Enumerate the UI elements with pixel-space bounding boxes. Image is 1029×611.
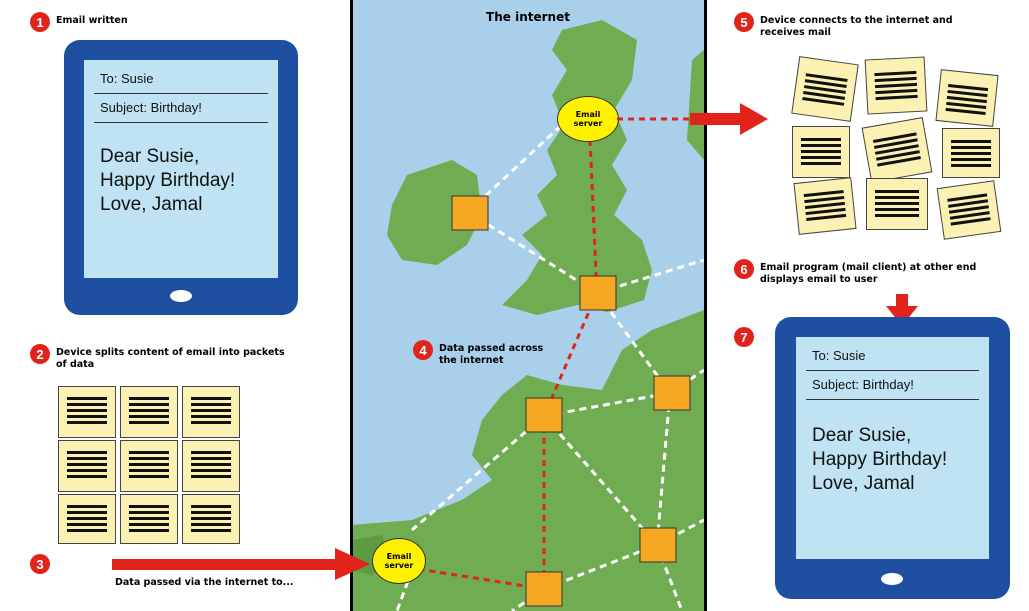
data-packet [120, 440, 178, 492]
email-server-top: Email server [557, 96, 619, 142]
arrow-to-server [112, 548, 370, 580]
data-packet [182, 494, 240, 544]
divider-line [806, 399, 979, 400]
step-5: 5 Device connects to the internet and re… [734, 12, 985, 39]
server-to-device-link [617, 117, 695, 121]
router-node [451, 195, 489, 231]
recipient-tablet: To: Susie Subject: Birthday! Dear Susie,… [775, 317, 1010, 599]
data-packet [58, 494, 116, 544]
step-label: Data passed across the internet [439, 343, 544, 366]
home-button-icon [170, 290, 192, 302]
data-packet [792, 126, 850, 178]
sender-screen: To: Susie Subject: Birthday! Dear Susie,… [84, 60, 278, 278]
email-signoff: Love, Jamal [100, 194, 203, 215]
data-packet [793, 177, 857, 235]
step-number: 2 [30, 344, 50, 364]
step-2: 2 Device splits content of email into pa… [30, 344, 310, 371]
email-greeting: Dear Susie, [100, 146, 200, 167]
step-label: Email program (mail client) at other end… [760, 262, 977, 285]
email-message: Happy Birthday! [100, 170, 236, 191]
step-number: 4 [413, 340, 433, 360]
arrow-to-packets [690, 103, 768, 135]
step-7: 7 [734, 327, 754, 347]
email-to: To: Susie [812, 348, 866, 363]
data-packet [182, 440, 240, 492]
divider-line [94, 122, 268, 123]
arrow-to-device [886, 294, 918, 326]
data-packet [791, 56, 859, 122]
data-packet [182, 386, 240, 438]
europe-land [352, 310, 704, 611]
home-button-icon [881, 573, 903, 585]
step-number: 3 [30, 554, 50, 574]
step-6: 6 Email program (mail client) at other e… [734, 259, 1020, 286]
data-packet [58, 440, 116, 492]
sender-tablet: To: Susie Subject: Birthday! Dear Susie,… [64, 40, 298, 315]
data-packet [861, 117, 933, 183]
data-packet [942, 128, 1000, 178]
data-packet [935, 69, 999, 127]
left-divider [350, 0, 353, 611]
step-number: 5 [734, 12, 754, 32]
data-packet [936, 180, 1002, 240]
data-packet [58, 386, 116, 438]
email-greeting: Dear Susie, [812, 425, 912, 446]
data-packet [120, 386, 178, 438]
router-node [653, 375, 691, 411]
data-packet [864, 56, 928, 115]
email-subject: Subject: Birthday! [100, 100, 202, 115]
email-message: Happy Birthday! [812, 449, 948, 470]
step-1: 1 Email written [30, 12, 128, 32]
email-to: To: Susie [100, 71, 154, 86]
step-4: 4 Data passed across the internet [413, 340, 559, 367]
map-title: The internet [486, 10, 570, 24]
email-signoff: Love, Jamal [812, 473, 915, 494]
step-label: Device splits content of email into pack… [56, 347, 285, 370]
divider-line [94, 93, 268, 94]
data-packet [120, 494, 178, 544]
internet-map [352, 0, 704, 611]
step-label: Device connects to the internet and rece… [760, 15, 953, 38]
britain-land [502, 20, 652, 315]
email-server-bottom: Email server [372, 538, 426, 584]
email-subject: Subject: Birthday! [812, 377, 914, 392]
step-3-label: Data passed via the internet to... [115, 577, 294, 588]
step-number: 7 [734, 327, 754, 347]
router-node [639, 527, 677, 563]
right-divider [704, 0, 707, 611]
step-3: 3 [30, 554, 50, 574]
step-label: Email written [56, 15, 128, 26]
data-packet [866, 178, 928, 230]
recipient-screen: To: Susie Subject: Birthday! Dear Susie,… [796, 337, 989, 559]
router-node [579, 275, 617, 311]
ireland-land [387, 160, 482, 265]
divider-line [806, 370, 979, 371]
step-number: 1 [30, 12, 50, 32]
router-node [525, 571, 563, 607]
router-node [525, 397, 563, 433]
step-number: 6 [734, 259, 754, 279]
